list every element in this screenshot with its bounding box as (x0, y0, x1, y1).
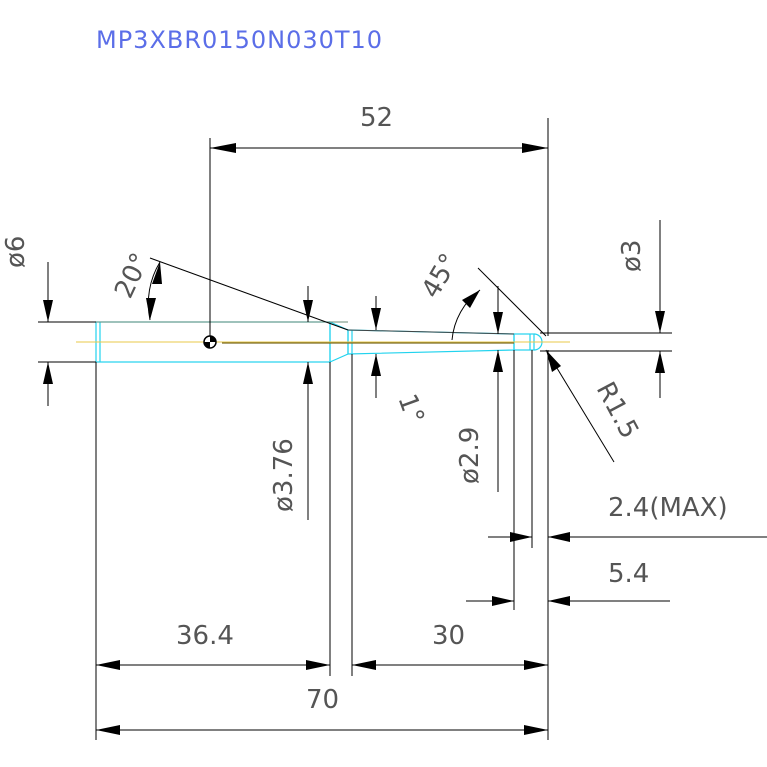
angle-20: 20° (109, 249, 349, 331)
angle-45-label: 45° (416, 249, 465, 304)
dim-30-label: 30 (432, 621, 465, 651)
dim-dia-2-9: ø2.9 (455, 286, 503, 492)
datum-symbol (203, 335, 217, 349)
dim-dia-3-76: ø3.76 (269, 286, 313, 520)
dim-dia-6-label: ø6 (1, 236, 31, 268)
dim-52-label: 52 (360, 103, 393, 133)
dim-dia-3-label: ø3 (617, 240, 647, 272)
dim-dia-3-76-label: ø3.76 (269, 438, 299, 512)
angle-1-label: 1° (391, 390, 429, 428)
dim-70: 70 (96, 685, 548, 735)
dim-2-4-max-label: 2.4(MAX) (608, 493, 728, 523)
dim-dia-3: ø3 (540, 220, 672, 398)
dim-36-4-label: 36.4 (176, 621, 234, 651)
dim-radius: R1.5 (545, 349, 644, 463)
part-number-title: MP3XBR0150N030T10 (96, 26, 383, 54)
neck-top-edge (347, 329, 515, 335)
dim-2-4-max: 2.4(MAX) (488, 350, 767, 548)
dim-5-4-label: 5.4 (608, 559, 649, 589)
dim-36-4: 36.4 (96, 621, 330, 670)
dim-dia-6: ø6 (1, 236, 96, 406)
dim-52: 52 (209, 103, 549, 336)
dim-radius-label: R1.5 (590, 377, 644, 444)
dim-70-label: 70 (306, 685, 339, 715)
dim-30: 30 (352, 621, 548, 670)
angle-45: 45° (416, 249, 547, 341)
angle-1: 1° (371, 296, 430, 428)
dim-dia-2-9-label: ø2.9 (455, 427, 485, 484)
dim-5-4: 5.4 (466, 350, 670, 610)
